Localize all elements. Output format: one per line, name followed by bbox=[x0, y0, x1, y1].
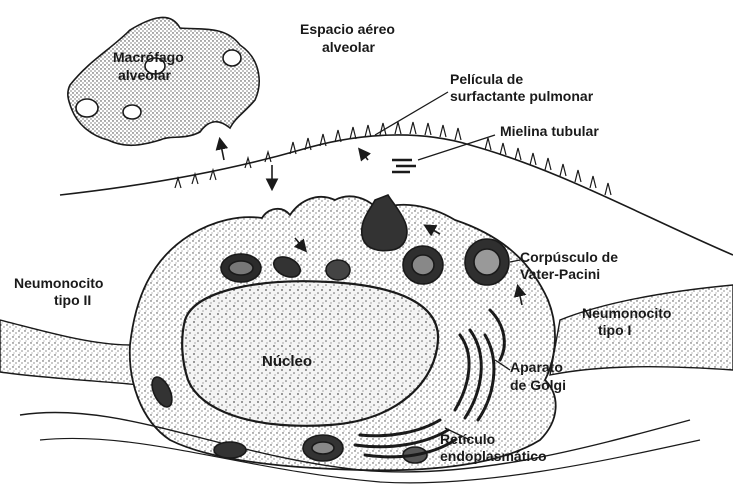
label-reticulo-2: endoplasmático bbox=[440, 448, 547, 464]
label-neumonocito-i: Neumonocito bbox=[582, 305, 671, 321]
label-neumonocito-ii-2: tipo II bbox=[54, 292, 91, 308]
label-golgi: Aparato bbox=[510, 359, 563, 375]
label-nucleo: Núcleo bbox=[262, 353, 312, 370]
label-espacio-aereo-2: alveolar bbox=[322, 39, 375, 55]
label-pelicula-2: surfactante pulmonar bbox=[450, 88, 594, 104]
label-neumonocito-i-2: tipo I bbox=[598, 322, 631, 338]
tubular-myelin bbox=[392, 160, 416, 172]
label-corpusculo-2: Vater-Pacini bbox=[520, 266, 600, 282]
label-neumonocito-ii: Neumonocito bbox=[14, 275, 103, 291]
label-espacio-aereo: Espacio aéreo bbox=[300, 21, 395, 37]
label-pelicula: Película de bbox=[450, 71, 523, 87]
label-golgi-2: de Golgi bbox=[510, 377, 566, 393]
label-corpusculo: Corpúsculo de bbox=[520, 249, 618, 265]
label-macrofago-2: alveolar bbox=[118, 67, 171, 83]
label-mielina: Mielina tubular bbox=[500, 123, 599, 139]
label-reticulo: Retículo bbox=[440, 431, 495, 447]
label-macrofago: Macrófago bbox=[113, 49, 184, 65]
